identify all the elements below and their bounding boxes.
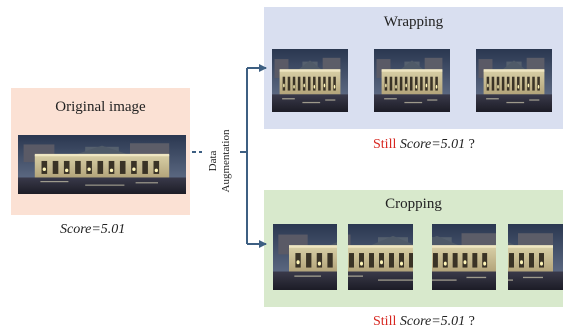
- wrapping-title: Wrapping: [383, 14, 444, 30]
- augmentation-line-1: Data: [207, 151, 219, 172]
- original-image-title: Original image: [55, 99, 146, 115]
- cropping-title: Cropping: [385, 196, 442, 212]
- augmentation-line-2: Augmentation: [220, 129, 232, 192]
- cropping-score-value: Score=5.01: [399, 314, 466, 329]
- original-score: Score=5.01: [60, 222, 125, 238]
- data-augmentation-label: Data Augmentation: [207, 129, 232, 192]
- cropping-question-mark: ?: [468, 314, 475, 329]
- wrapping-score-value: Score=5.01: [399, 137, 466, 152]
- cropping-still-label: Still: [373, 314, 397, 329]
- wrapping-question-mark: ?: [468, 137, 475, 152]
- cropping-score-line: Still Score=5.01 ?: [373, 314, 475, 330]
- wrapping-still-label: Still: [373, 137, 397, 152]
- original-score-value: Score=5.01: [60, 222, 126, 237]
- wrapping-score-line: Still Score=5.01 ?: [373, 137, 475, 153]
